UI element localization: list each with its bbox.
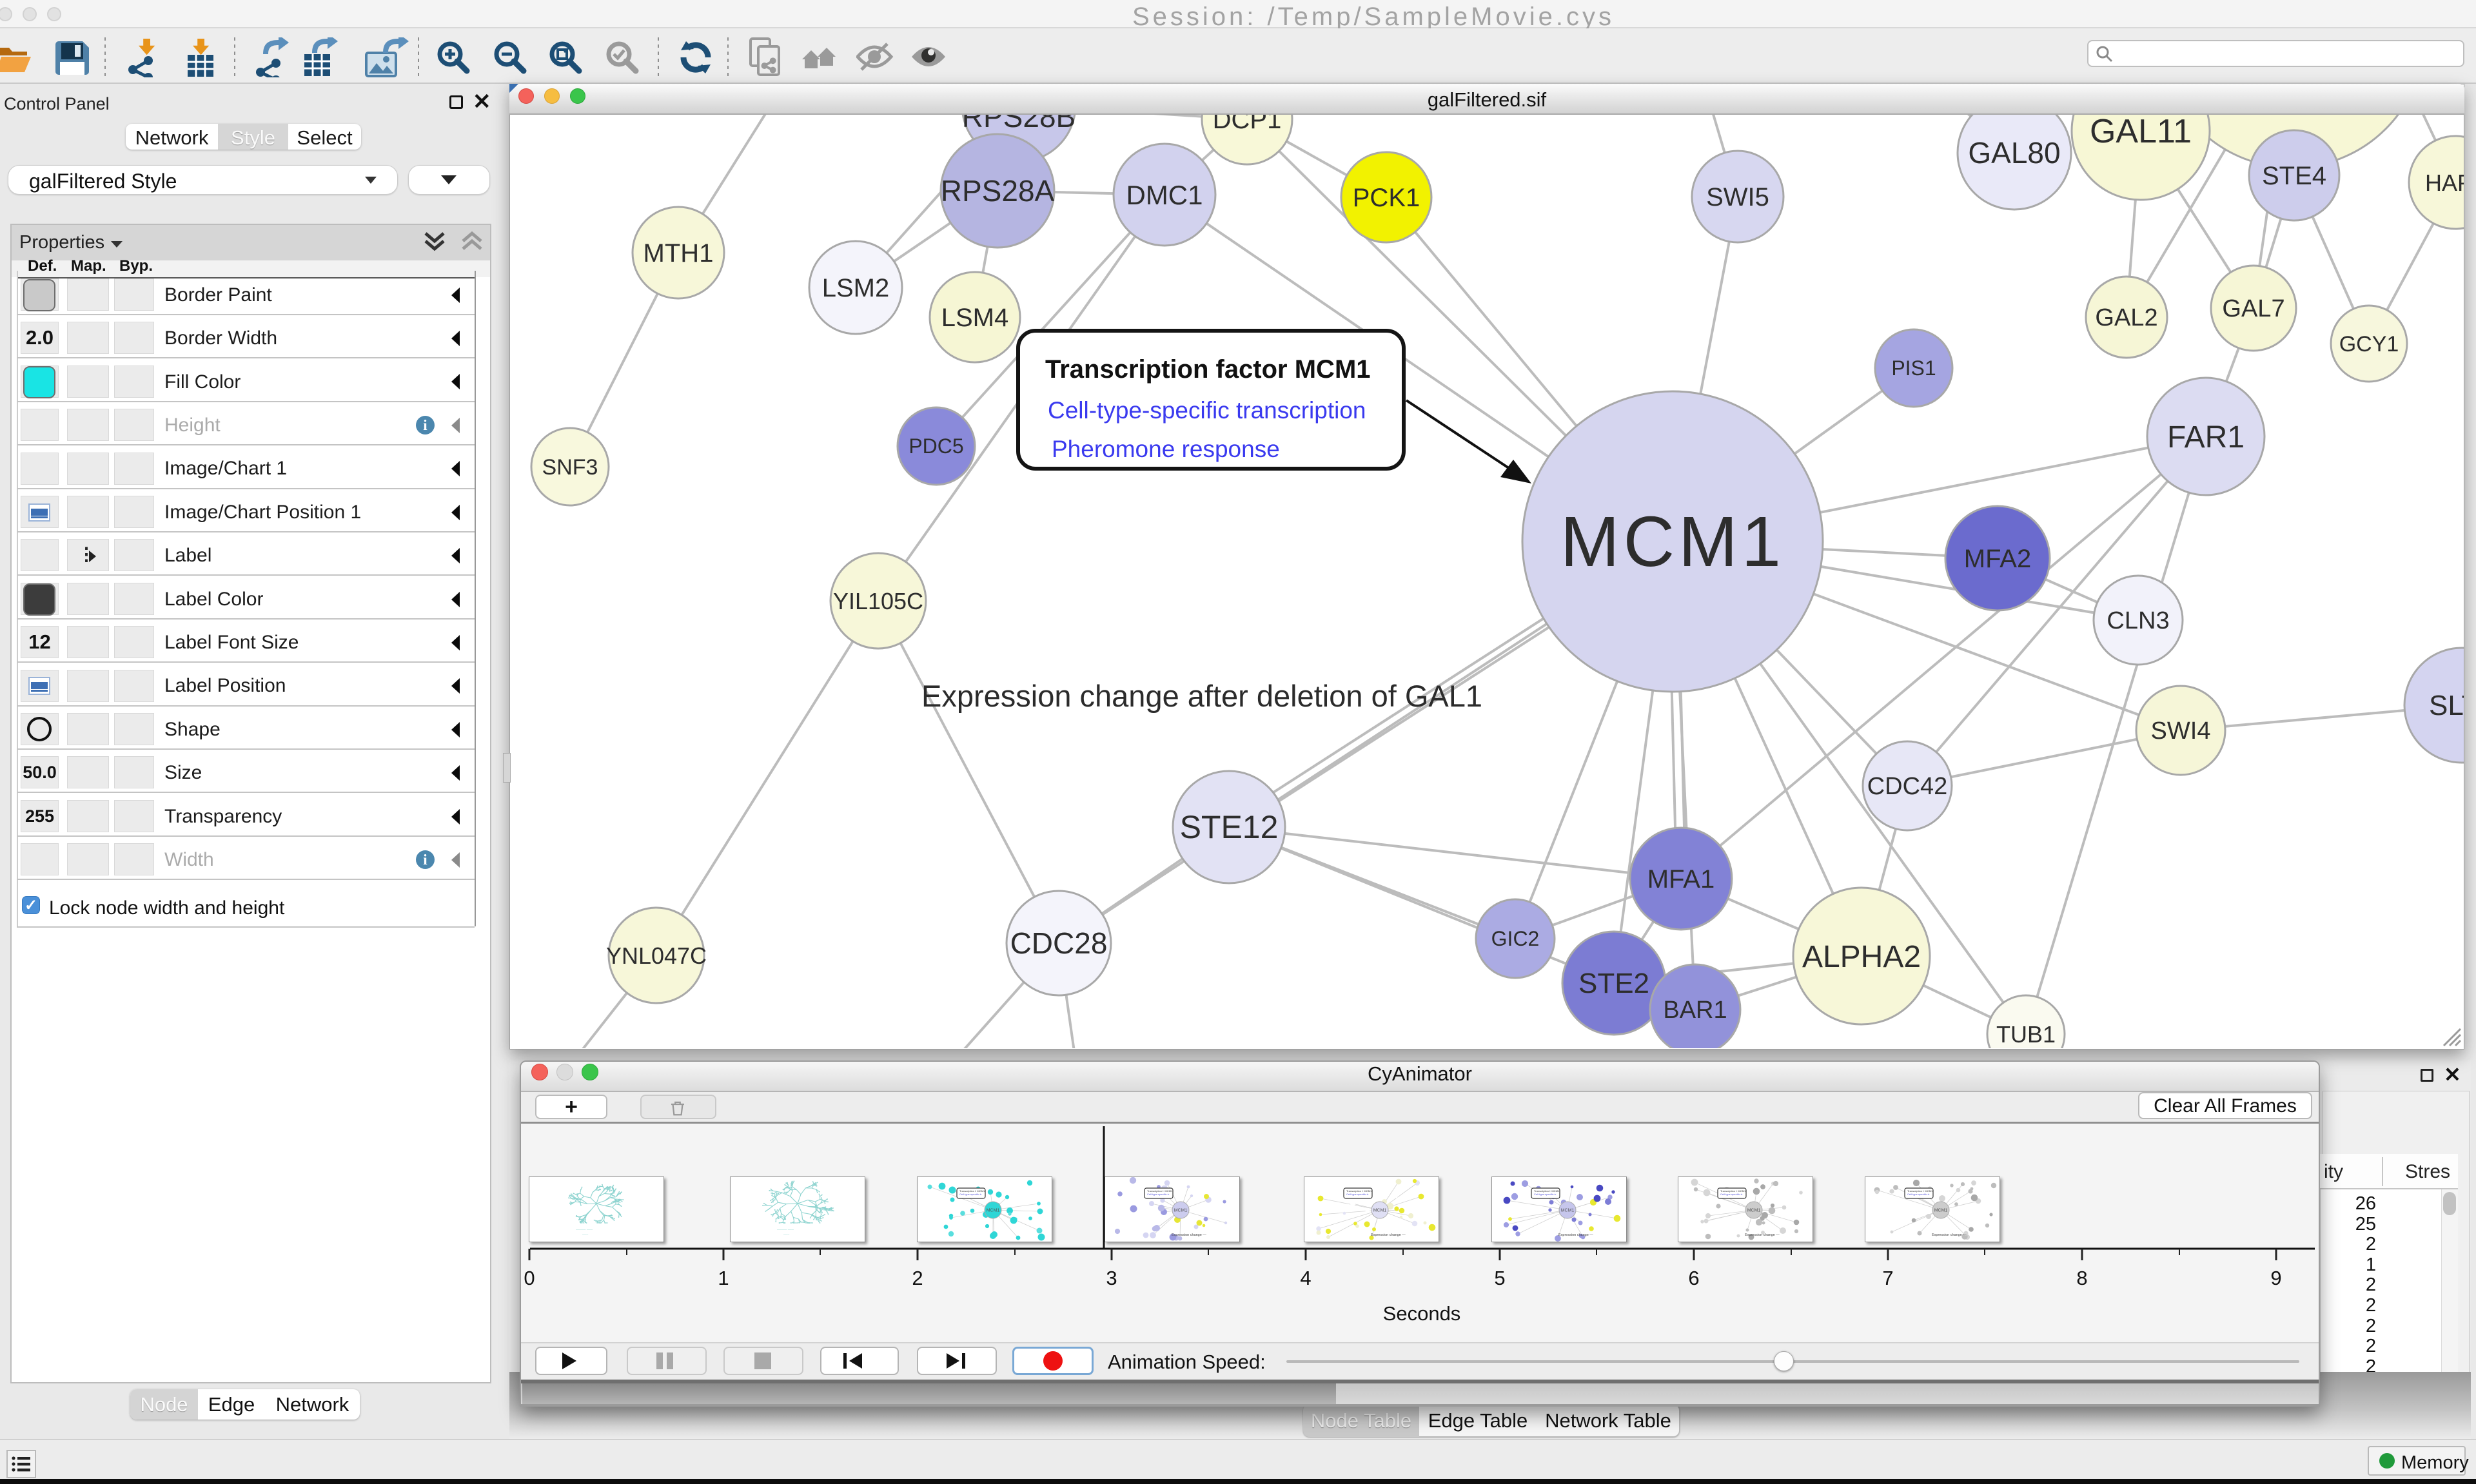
svg-text:PIS1: PIS1 <box>1891 356 1936 380</box>
svg-text:GAL80: GAL80 <box>1968 136 2060 170</box>
svg-text:GIC2: GIC2 <box>1491 927 1540 950</box>
svg-text:MFA2: MFA2 <box>1964 545 2031 573</box>
svg-text:FAR1: FAR1 <box>2167 420 2245 454</box>
svg-text:TUB1: TUB1 <box>1996 1021 2056 1048</box>
svg-text:HAP2: HAP2 <box>2425 170 2464 196</box>
svg-text:STE12: STE12 <box>1180 809 1279 845</box>
svg-text:PCK1: PCK1 <box>1353 184 1420 212</box>
svg-text:SLT2: SLT2 <box>2429 690 2464 721</box>
svg-text:MCM1: MCM1 <box>1373 1209 1387 1213</box>
svg-text:Transcription f. MCM1: Transcription f. MCM1 <box>1534 1189 1560 1193</box>
svg-text:Expression change —: Expression change — <box>1745 1233 1780 1237</box>
svg-text:Cell-type-specific tr.: Cell-type-specific tr. <box>1534 1193 1557 1196</box>
svg-text:Cell-type-specific tr.: Cell-type-specific tr. <box>1346 1193 1369 1196</box>
svg-text:Cell-type-specific tr.: Cell-type-specific tr. <box>959 1193 982 1196</box>
svg-text:PDC5: PDC5 <box>909 434 963 458</box>
svg-text:Expression change —: Expression change — <box>1932 1233 1967 1237</box>
svg-text:–––: ––– <box>582 1233 589 1237</box>
svg-text:Expression change after deleti: Expression change after deletion of GAL1 <box>921 679 1482 713</box>
svg-text:YIL105C: YIL105C <box>833 588 923 614</box>
svg-text:CDC42: CDC42 <box>1867 773 1948 800</box>
svg-text:Transcription f. MCM1: Transcription f. MCM1 <box>1346 1189 1372 1193</box>
svg-text:GAL2: GAL2 <box>2095 304 2157 331</box>
svg-text:Transcription f. MCM1: Transcription f. MCM1 <box>1147 1189 1173 1193</box>
svg-text:–––: ––– <box>783 1233 790 1237</box>
svg-text:MCM1: MCM1 <box>1561 1209 1575 1213</box>
svg-text:7: 7 <box>1882 1267 1893 1289</box>
svg-text:MCM1: MCM1 <box>1747 1209 1761 1213</box>
svg-text:9: 9 <box>2270 1267 2281 1289</box>
svg-text:Transcription f. MCM1: Transcription f. MCM1 <box>1720 1189 1746 1193</box>
svg-text:MFA1: MFA1 <box>1647 865 1715 893</box>
svg-text:6: 6 <box>1688 1267 1699 1289</box>
svg-text:MCM1: MCM1 <box>1560 502 1785 581</box>
svg-text:5: 5 <box>1494 1267 1505 1289</box>
svg-text:STE4: STE4 <box>2262 162 2326 190</box>
svg-text:GCY1: GCY1 <box>2339 332 2399 356</box>
svg-text:3: 3 <box>1106 1267 1117 1289</box>
svg-text:0: 0 <box>524 1267 535 1289</box>
svg-text:Expression change —: Expression change — <box>1371 1233 1406 1237</box>
svg-text:Pheromone response: Pheromone response <box>1052 436 1280 462</box>
svg-text:SWI5: SWI5 <box>1706 183 1769 211</box>
svg-text:2: 2 <box>912 1267 923 1289</box>
svg-text:Cell-type-specific transcripti: Cell-type-specific transcription <box>1048 397 1366 424</box>
svg-text:MTH1: MTH1 <box>644 239 714 268</box>
svg-text:RPS28A: RPS28A <box>941 174 1055 208</box>
svg-text:YNL047C: YNL047C <box>606 942 707 969</box>
svg-text:Cell-type-specific tr.: Cell-type-specific tr. <box>1147 1193 1170 1196</box>
svg-text:4: 4 <box>1300 1267 1311 1289</box>
svg-text:LSM2: LSM2 <box>822 274 890 302</box>
svg-text:CDC28: CDC28 <box>1010 926 1108 960</box>
svg-text:Seconds: Seconds <box>1383 1302 1461 1325</box>
svg-text:Expression change —: Expression change — <box>1172 1233 1206 1237</box>
svg-text:DCP1: DCP1 <box>1213 115 1282 134</box>
svg-text:ALPHA2: ALPHA2 <box>1802 940 1921 974</box>
svg-text:GAL11: GAL11 <box>2090 115 2192 150</box>
svg-text:Expression change —: Expression change — <box>1558 1233 1593 1237</box>
svg-text:DMC1: DMC1 <box>1126 180 1203 210</box>
svg-text:Cell-type-specific tr.: Cell-type-specific tr. <box>1907 1193 1930 1196</box>
svg-text:SNF3: SNF3 <box>542 455 598 480</box>
svg-text:Cell-type-specific tr.: Cell-type-specific tr. <box>1720 1193 1743 1196</box>
svg-text:MCM1: MCM1 <box>987 1209 1000 1213</box>
svg-text:Transcription f. MCM1: Transcription f. MCM1 <box>1907 1189 1933 1193</box>
svg-text:––––– –––: ––––– ––– <box>777 1228 794 1232</box>
svg-text:BAR1: BAR1 <box>1663 997 1727 1024</box>
svg-text:1: 1 <box>718 1267 729 1289</box>
svg-text:––––– –––: ––––– ––– <box>576 1228 593 1232</box>
svg-text:CLN3: CLN3 <box>2107 607 2169 634</box>
svg-text:Transcription factor MCM1: Transcription factor MCM1 <box>1045 355 1371 384</box>
svg-text:RPS28B: RPS28B <box>962 115 1076 133</box>
svg-text:STE2: STE2 <box>1578 968 1649 999</box>
svg-text:GAL7: GAL7 <box>2222 295 2284 322</box>
svg-text:Transcription f. MCM1: Transcription f. MCM1 <box>959 1189 985 1193</box>
svg-text:LSM4: LSM4 <box>941 304 1009 332</box>
svg-text:8: 8 <box>2076 1267 2087 1289</box>
svg-text:MCM1: MCM1 <box>1934 1209 1948 1213</box>
svg-text:SWI4: SWI4 <box>2151 718 2211 745</box>
svg-text:MCM1: MCM1 <box>1174 1209 1188 1213</box>
